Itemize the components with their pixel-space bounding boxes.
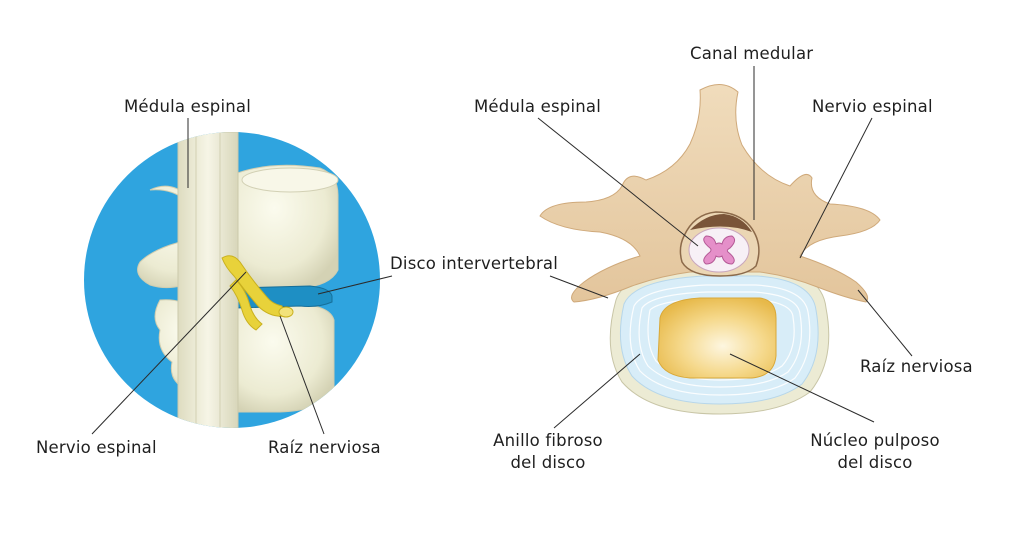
nerve-root-shape	[229, 279, 263, 331]
label-medula-espinal-right: Médula espinal	[474, 97, 602, 116]
label-nucleo-pulposo: Núcleo pulposo del disco	[800, 430, 950, 474]
label-canal-medular: Canal medular	[690, 44, 814, 63]
leader-disco-right	[549, 275, 609, 299]
label-anillo-line1: Anillo fibroso	[493, 431, 603, 450]
label-raiz-nerviosa-right: Raíz nerviosa	[860, 357, 973, 376]
label-nervio-espinal-right: Nervio espinal	[812, 97, 933, 116]
leader-nervio-left	[91, 271, 247, 435]
label-anillo-line2: del disco	[510, 453, 586, 472]
leader-nervio-right	[799, 117, 873, 259]
label-anillo-fibroso: Anillo fibroso del disco	[478, 430, 618, 474]
leader-disco	[317, 275, 393, 295]
nucleus-pulposus	[657, 297, 777, 379]
leader-anillo	[553, 353, 641, 429]
gray-matter-shape	[703, 235, 736, 265]
label-disco-intervertebral: Disco intervertebral	[390, 254, 559, 273]
spinal-cord-column	[177, 132, 239, 428]
leader-medula-right	[537, 117, 699, 247]
leader-raiz-left	[279, 315, 325, 435]
leader-raiz-right	[857, 289, 913, 357]
label-raiz-nerviosa-left: Raíz nerviosa	[268, 438, 381, 457]
vertebra-shape	[539, 84, 881, 303]
leader-nucleo	[729, 353, 875, 423]
label-nucleo-line1: Núcleo pulposo	[810, 431, 940, 450]
label-nucleo-line2: del disco	[837, 453, 913, 472]
label-medula-espinal-left: Médula espinal	[124, 97, 252, 116]
label-nervio-espinal-left: Nervio espinal	[36, 438, 157, 457]
